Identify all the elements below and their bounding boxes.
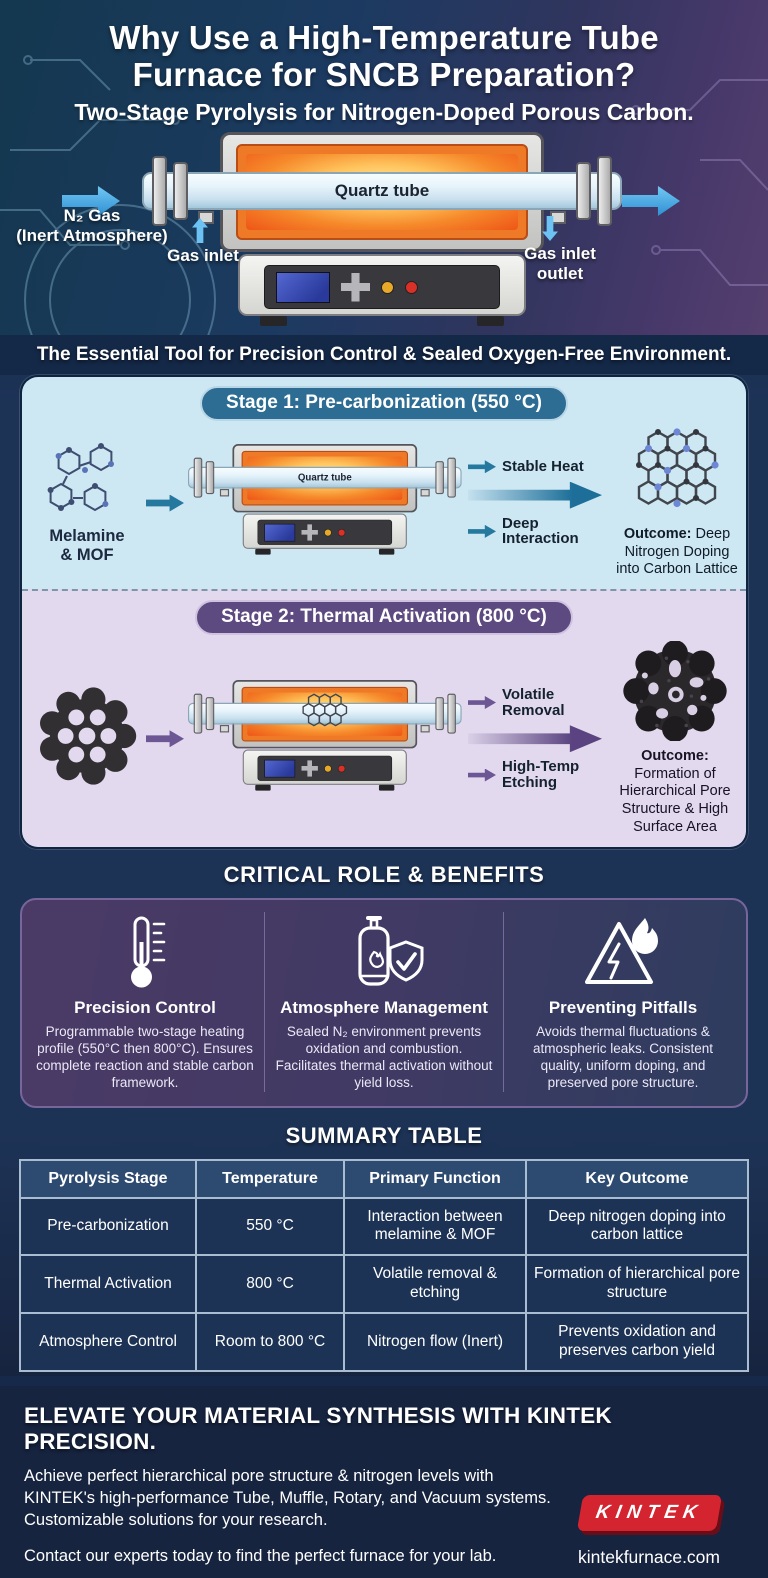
footer-contact-text: Contact our experts today to find the pe…: [24, 1546, 497, 1565]
stable-heat-label: Stable Heat: [502, 457, 584, 475]
warning-flame-icon: [585, 917, 658, 984]
arrow-icon: [468, 524, 496, 538]
table-cell: Prevents oxidation and preserves carbon …: [525, 1312, 749, 1372]
stage2-input: [32, 684, 142, 793]
table-header-cell: Primary Function: [343, 1158, 527, 1199]
stage2-process-arrow-icon: [468, 725, 602, 753]
benefit-title: Preventing Pitfalls: [548, 997, 698, 1017]
quartz-tube: Quartz tube: [142, 172, 622, 210]
kintek-logo: KINTEK: [576, 1494, 722, 1531]
footer-section: ELEVATE YOUR MATERIAL SYNTHESIS WITH KIN…: [0, 1386, 768, 1578]
table-cell: Thermal Activation: [19, 1254, 197, 1315]
table-header-cell: Pyrolysis Stage: [19, 1158, 197, 1199]
arrow-icon: [468, 768, 496, 782]
benefit-title: Precision Control: [74, 997, 216, 1017]
two-stage-pyrolysis-panel: Stage 1: Pre-carbonization (550 °C) Mela…: [20, 375, 748, 849]
tube-flange: [173, 162, 188, 220]
table-cell: Formation of hierarchical pore structure: [525, 1254, 749, 1315]
stage2-furnace-illustration: [188, 679, 464, 798]
gas-cylinder-shield-icon: [358, 915, 424, 986]
dpad-buttons-icon: [341, 272, 370, 302]
summary-section-title: SUMMARY TABLE: [285, 1122, 483, 1148]
furnace-foot: [260, 316, 287, 326]
stage2-input-arrow-icon: [146, 730, 184, 748]
deep-interaction-label: Deep Interaction: [502, 514, 579, 548]
stage2-badge: Stage 2: Thermal Activation (800 °C): [195, 600, 573, 636]
benefit-card-preventing-pitfalls: Preventing Pitfalls Avoids thermal fluct…: [503, 911, 742, 1092]
volatile-removal-label: Volatile Removal: [502, 685, 565, 719]
table-header-row: Pyrolysis Stage Temperature Primary Func…: [19, 1158, 749, 1199]
benefit-body: Sealed N₂ environment prevents oxidation…: [275, 1023, 493, 1091]
gas-outlet-label: Gas inlet outlet: [524, 244, 596, 284]
stage2-outcome: Outcome: Formation of Hierarchical Pore …: [614, 640, 736, 836]
arrow-icon: [468, 696, 496, 710]
hero-section: Why Use a High-Temperature Tube Furnace …: [0, 0, 768, 335]
tube-flange: [152, 156, 167, 226]
table-cell: 550 °C: [195, 1196, 345, 1257]
table-cell: Volatile removal & etching: [343, 1254, 527, 1315]
stage1-input: Melamine & MOF: [32, 442, 142, 565]
porous-carbon-icon: [40, 687, 137, 785]
benefit-card-atmosphere-management: Atmosphere Management Sealed N₂ environm…: [264, 911, 503, 1092]
nitrogen-doped-lattice-icon: [636, 428, 719, 508]
table-row: Thermal Activation 800 °C Volatile remov…: [19, 1254, 749, 1315]
arrow-icon: [468, 460, 496, 474]
footer-headline: ELEVATE YOUR MATERIAL SYNTHESIS WITH KIN…: [24, 1403, 612, 1454]
benefits-section-title: CRITICAL ROLE & BENEFITS: [223, 861, 545, 887]
furnace-control-base: [238, 254, 526, 316]
tube-flange: [597, 156, 612, 226]
furnace-foot: [477, 316, 504, 326]
table-header-cell: Temperature: [195, 1158, 345, 1199]
benefit-card-precision-control: Precision Control Programmable two-stage…: [26, 912, 264, 1092]
stage1-panel: Stage 1: Pre-carbonization (550 °C) Mela…: [22, 377, 746, 590]
thermometer-icon: [131, 916, 166, 987]
yellow-button-icon: [381, 280, 394, 294]
n2-gas-label: N₂ Gas (Inert Atmosphere): [16, 206, 168, 246]
carbon-lattice-in-tube-icon: [302, 693, 348, 727]
red-button-icon: [405, 280, 418, 294]
table-row: Pre-carbonization 550 °C Interaction bet…: [19, 1196, 749, 1257]
high-temp-etching-label: High-Temp Etching: [502, 758, 580, 792]
stage2-panel: Stage 2: Thermal Activation (800 °C): [22, 589, 746, 847]
circuit-pattern-decoration: [0, 55, 768, 335]
benefits-panel: Precision Control Programmable two-stage…: [20, 897, 748, 1108]
table-cell: Nitrogen flow (Inert): [343, 1312, 527, 1372]
stage1-quartz-tube-label: Quartz tube: [297, 471, 352, 483]
benefit-title: Atmosphere Management: [280, 997, 488, 1017]
essential-tool-banner: The Essential Tool for Precision Control…: [0, 335, 768, 375]
table-cell: Interaction between melamine & MOF: [343, 1196, 527, 1257]
benefit-body: Programmable two-stage heating profile (…: [36, 1023, 254, 1091]
melamine-mof-molecule-icon: [47, 442, 114, 511]
table-row: Atmosphere Control Room to 800 °C Nitrog…: [19, 1312, 749, 1372]
page-subtitle: Two-Stage Pyrolysis for Nitrogen-Doped P…: [74, 98, 694, 125]
summary-table: Pyrolysis Stage Temperature Primary Func…: [19, 1158, 749, 1372]
stage1-process-arrow-icon: [468, 481, 602, 509]
quartz-tube-label: Quartz tube: [334, 181, 430, 200]
table-cell: 800 °C: [195, 1254, 345, 1315]
tube-furnace-illustration: Quartz tube: [142, 132, 622, 328]
tube-flange: [576, 162, 591, 220]
footer-body-text: Achieve perfect hierarchical pore struct…: [24, 1467, 551, 1529]
table-cell: Pre-carbonization: [19, 1196, 197, 1257]
stage1-input-arrow-icon: [146, 494, 184, 512]
stage1-outcome: Outcome: Deep Nitrogen Doping into Carbo…: [614, 427, 740, 579]
stage1-furnace-illustration: Quartz tube: [188, 444, 464, 562]
page-title: Why Use a High-Temperature Tube Furnace …: [109, 19, 659, 93]
benefit-body: Avoids thermal fluctuations & atmospheri…: [532, 1023, 714, 1091]
table-cell: Room to 800 °C: [195, 1312, 345, 1372]
hierarchical-porous-sphere-icon: [623, 640, 727, 742]
table-cell: Deep nitrogen doping into carbon lattice: [525, 1196, 749, 1257]
gas-inlet-label: Gas inlet: [167, 246, 239, 265]
table-cell: Atmosphere Control: [19, 1312, 197, 1372]
website-label: kintekfurnace.com: [577, 1546, 720, 1567]
table-header-cell: Key Outcome: [525, 1158, 749, 1199]
stage1-badge: Stage 1: Pre-carbonization (550 °C): [200, 386, 568, 421]
control-screen: [276, 271, 330, 303]
